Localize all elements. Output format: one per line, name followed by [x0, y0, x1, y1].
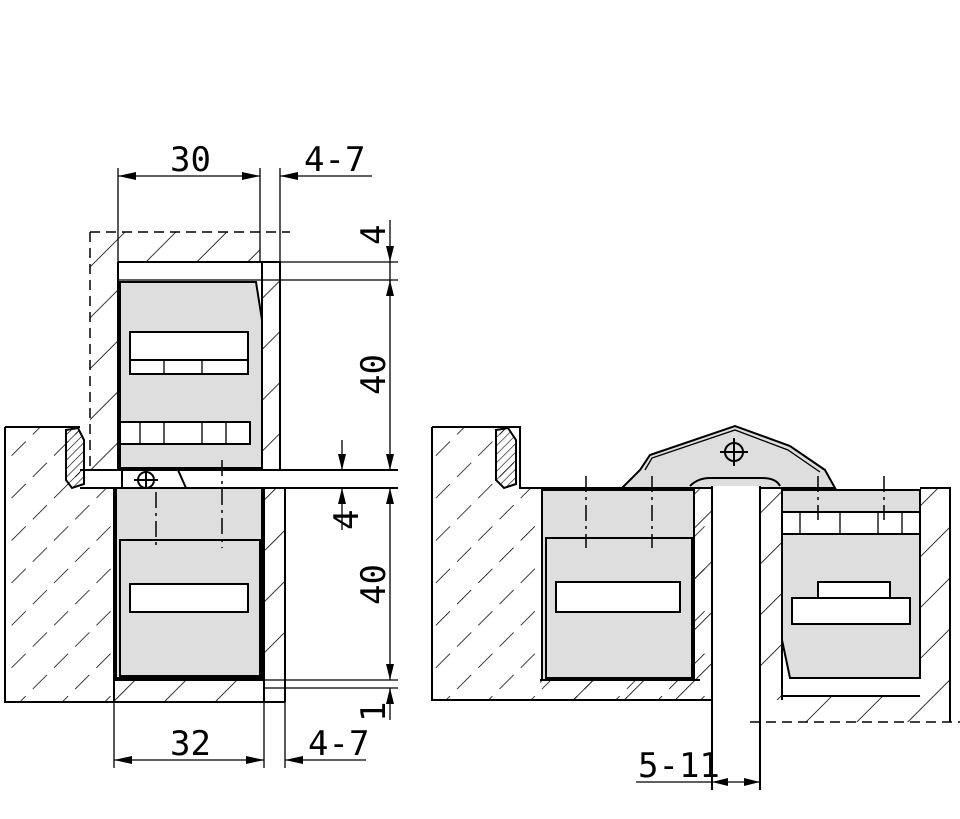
top-width-label: 30	[170, 140, 211, 180]
middle-gap-label: 4	[327, 510, 367, 530]
left-view: 30 4-7 4 40 4 40 1	[4, 140, 398, 768]
lower-hinge-body	[115, 487, 263, 679]
seal-profile	[65, 426, 85, 490]
seal-profile-right	[495, 426, 517, 490]
right-view: 5-11	[431, 424, 960, 790]
dimension-right-stack: 4 40 4 40 1	[327, 220, 394, 722]
upper-hinge-body	[119, 281, 263, 469]
dimension-top-width: 30 4-7	[117, 140, 372, 262]
hinge-arm	[619, 424, 837, 489]
lower-height-label: 40	[354, 564, 394, 605]
top-gap-label: 4-7	[304, 140, 365, 180]
right-view-right-frame	[750, 487, 960, 723]
right-gap-top-label: 4	[354, 225, 394, 245]
bottom-gap-label: 1	[354, 702, 394, 722]
dimension-bottom-width: 32 4-7	[113, 702, 369, 768]
door-thickness-label: 5-11	[638, 746, 720, 786]
bottom-width-label: 32	[170, 724, 211, 764]
right-view-left-body	[541, 476, 695, 681]
upper-height-label: 40	[354, 354, 394, 395]
bottom-gap-width-label: 4-7	[308, 724, 369, 764]
dimension-door-thickness: 5-11	[636, 746, 760, 786]
door-leaf	[689, 477, 781, 790]
right-view-right-body	[781, 476, 921, 679]
lower-frame	[4, 426, 286, 703]
